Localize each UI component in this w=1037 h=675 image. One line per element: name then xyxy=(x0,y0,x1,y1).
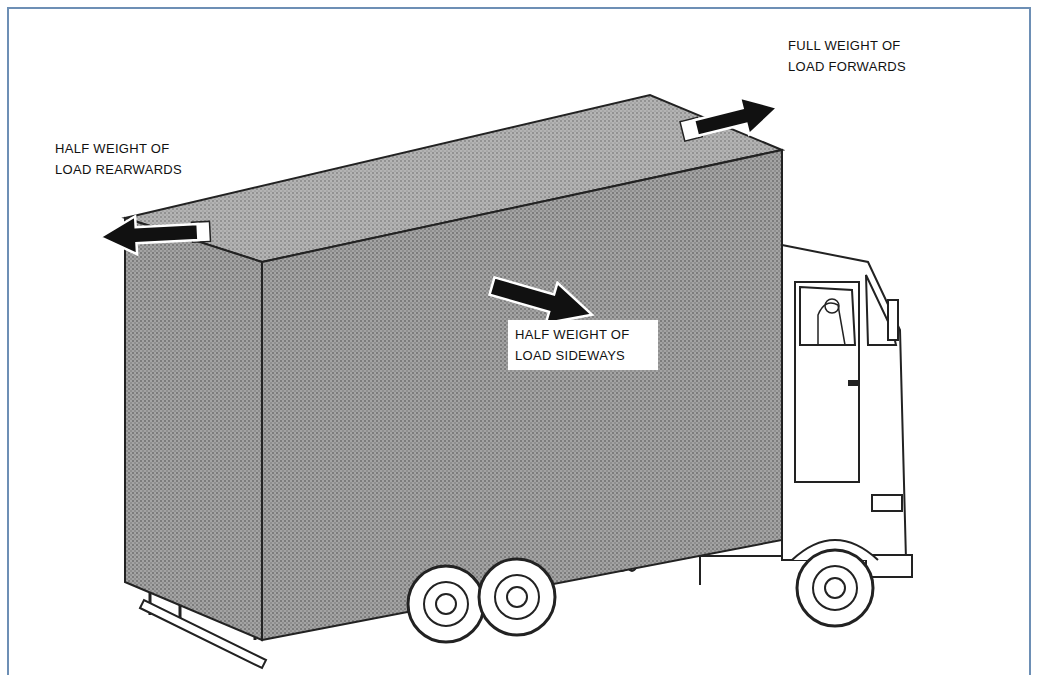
force-label: HALF WEIGHT OF LOAD REARWARDS xyxy=(55,138,205,180)
truck-cab xyxy=(782,245,912,577)
force-label: FULL WEIGHT OF LOAD FORWARDS xyxy=(788,35,938,77)
hub xyxy=(825,578,845,598)
force-arrow xyxy=(99,212,211,256)
rim xyxy=(424,582,468,626)
tyre xyxy=(408,566,484,642)
arrow-shape xyxy=(691,89,782,146)
door-handle xyxy=(848,380,858,386)
hub xyxy=(436,594,456,614)
force-label: HALF WEIGHT OF LOAD SIDEWAYS xyxy=(508,320,658,370)
cargo-box xyxy=(125,95,782,640)
box-rear xyxy=(125,218,262,640)
driver-head xyxy=(825,299,839,313)
arrow-shape xyxy=(99,213,199,256)
mirror xyxy=(888,300,898,340)
wheel xyxy=(408,566,484,642)
rim xyxy=(813,566,857,610)
wheel xyxy=(797,550,873,626)
frame-border xyxy=(8,8,1030,675)
cab-body xyxy=(782,245,906,560)
hub xyxy=(507,587,527,607)
tyre xyxy=(797,550,873,626)
box-side xyxy=(262,150,782,640)
driver-figure xyxy=(818,303,845,345)
force-arrow xyxy=(678,89,782,150)
cab-door xyxy=(795,282,859,482)
wheel xyxy=(479,559,555,635)
headlight xyxy=(872,495,902,511)
rim xyxy=(495,575,539,619)
tyre xyxy=(479,559,555,635)
door-window xyxy=(800,287,855,345)
